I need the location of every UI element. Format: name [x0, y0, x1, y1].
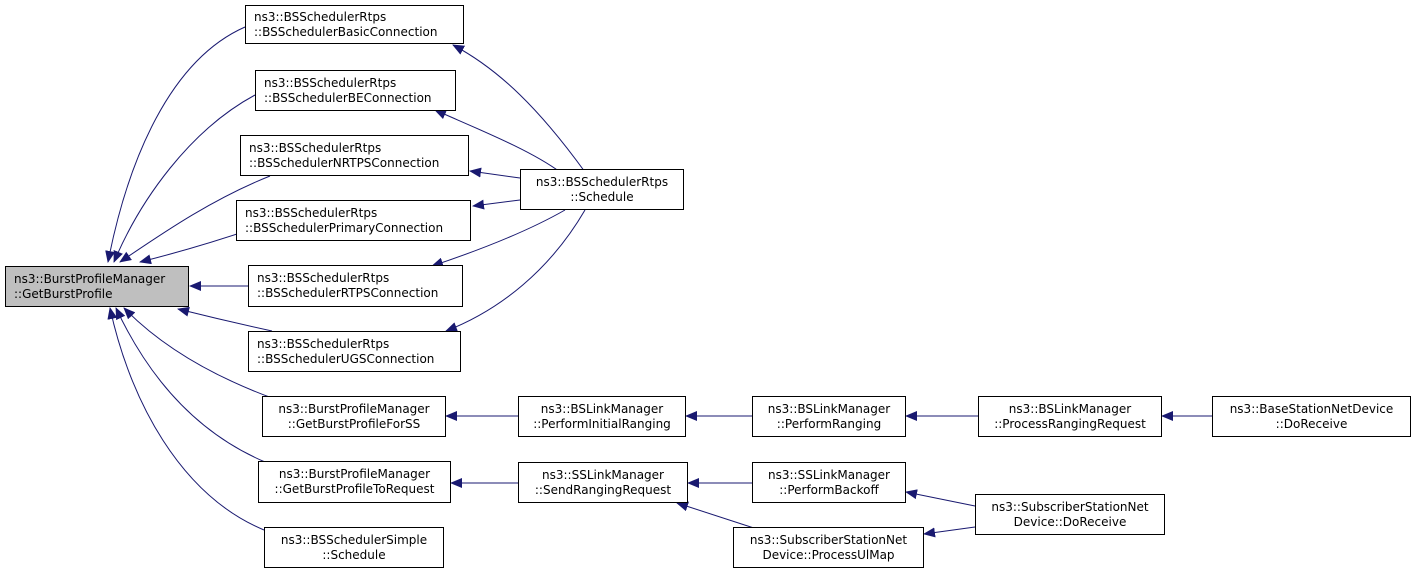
node-bs-scheduler-ugs-connection[interactable]: ns3::BSSchedulerRtps ::BSSchedulerUGSCon… — [248, 331, 461, 372]
node-line-2: ::BSSchedulerBasicConnection — [254, 24, 438, 39]
edge-forss-root — [123, 307, 273, 399]
node-base-station-do-receive[interactable]: ns3::BaseStationNetDevice ::DoReceive — [1212, 396, 1411, 437]
edge-ssdr-pum — [923, 526, 976, 538]
node-line-2: ::GetBurstProfileForSS — [287, 416, 421, 431]
node-line-1: ns3::BSSchedulerRtps — [254, 9, 387, 24]
node-line-1: ns3::BSSchedulerSimple — [280, 532, 428, 547]
node-bs-scheduler-nrtps-connection[interactable]: ns3::BSSchedulerRtps ::BSSchedulerNRTPSC… — [240, 135, 469, 176]
node-get-burst-profile-for-ss[interactable]: ns3::BurstProfileManager ::GetBurstProfi… — [262, 396, 446, 437]
node-line-1: ns3::BurstProfileManager — [278, 467, 431, 481]
node-line-1: ns3::BurstProfileManager — [14, 271, 166, 286]
edge-ugs-root — [177, 306, 273, 332]
node-perform-initial-ranging[interactable]: ns3::BSLinkManager ::PerformInitialRangi… — [518, 396, 686, 437]
node-line-2: Device::ProcessUlMap — [762, 547, 895, 562]
node-line-2: Device::DoReceive — [1013, 514, 1127, 529]
edge-schedule-nrtps — [469, 167, 521, 179]
node-line-2: ::SendRangingRequest — [534, 482, 672, 497]
node-line-1: ns3::BSSchedulerRtps — [249, 140, 382, 155]
node-line-2: ::BSSchedulerUGSConnection — [257, 351, 435, 366]
node-line-2: ::Schedule — [570, 189, 634, 204]
node-line-1: ns3::BSSchedulerRtps — [264, 75, 397, 90]
node-process-ranging-request[interactable]: ns3::BSLinkManager ::ProcessRangingReque… — [978, 396, 1162, 437]
node-line-2: ::BSSchedulerRTPSConnection — [257, 286, 439, 300]
node-line-1: ns3::SSLinkManager — [542, 467, 664, 482]
edge-schedule-primary — [472, 199, 521, 210]
edge-toreq-root — [115, 307, 266, 463]
node-line-1: ns3::BSSchedulerRtps — [535, 174, 669, 189]
node-get-burst-profile[interactable]: ns3::BurstProfileManager ::GetBurstProfi… — [5, 266, 189, 307]
node-line-1: ns3::BSSchedulerRtps — [257, 271, 390, 285]
edge-schedule-ugs — [445, 209, 586, 332]
node-bs-scheduler-simple-schedule[interactable]: ns3::BSSchedulerSimple ::Schedule — [264, 527, 444, 568]
edge-schedule-basic — [452, 44, 586, 173]
node-line-2: ::PerformRanging — [776, 416, 882, 431]
edge-simple-root — [107, 307, 265, 531]
node-line-2: ::BSSchedulerBEConnection — [264, 90, 432, 105]
node-line-1: ns3::BSLinkManager — [767, 401, 891, 416]
node-line-1: ns3::BSLinkManager — [540, 401, 664, 416]
edge-be-root — [113, 94, 256, 263]
node-line-2: ::BSSchedulerNRTPSConnection — [249, 155, 440, 170]
node-send-ranging-request[interactable]: ns3::SSLinkManager ::SendRangingRequest — [518, 462, 688, 503]
node-line-2: ::PerformInitialRanging — [533, 416, 671, 431]
node-line-2: ::ProcessRangingRequest — [994, 416, 1146, 431]
node-line-1: ns3::BaseStationNetDevice — [1229, 401, 1394, 416]
node-bs-scheduler-rtps-connection[interactable]: ns3::BSSchedulerRtps ::BSSchedulerRTPSCo… — [248, 265, 463, 307]
node-line-1: ns3::SSLinkManager — [768, 467, 890, 482]
node-line-1: ns3::BurstProfileManager — [278, 401, 430, 416]
node-bs-scheduler-be-connection[interactable]: ns3::BSSchedulerRtps ::BSSchedulerBEConn… — [255, 70, 456, 111]
node-bs-scheduler-basic-connection[interactable]: ns3::BSSchedulerRtps ::BSSchedulerBasicC… — [245, 5, 464, 44]
edge-basic-root — [105, 26, 246, 263]
node-line-2: ::DoReceive — [1275, 416, 1348, 431]
node-line-1: ns3::SubscriberStationNet — [991, 499, 1149, 514]
edge-schedule-be — [434, 109, 561, 173]
node-perform-backoff[interactable]: ns3::SSLinkManager ::PerformBackoff — [752, 462, 906, 503]
edge-ssdr-pb — [905, 489, 976, 507]
edge-schedule-rtps — [431, 209, 566, 268]
node-line-1: ns3::SubscriberStationNet — [749, 532, 908, 547]
node-perform-ranging[interactable]: ns3::BSLinkManager ::PerformRanging — [752, 396, 906, 437]
node-bs-scheduler-rtps-schedule[interactable]: ns3::BSSchedulerRtps ::Schedule — [520, 169, 684, 210]
node-line-1: ns3::BSLinkManager — [1008, 401, 1132, 416]
node-line-1: ns3::BSSchedulerRtps — [257, 336, 390, 351]
node-line-2: ::GetBurstProfileToRequest — [274, 482, 435, 496]
node-get-burst-profile-to-request[interactable]: ns3::BurstProfileManager ::GetBurstProfi… — [258, 461, 451, 503]
node-line-1: ns3::BSSchedulerRtps — [245, 205, 378, 220]
node-bs-scheduler-primary-connection[interactable]: ns3::BSSchedulerRtps ::BSSchedulerPrimar… — [236, 200, 471, 241]
node-subscriber-station-do-receive[interactable]: ns3::SubscriberStationNet Device::DoRece… — [975, 494, 1165, 535]
node-line-2: ::BSSchedulerPrimaryConnection — [245, 220, 444, 235]
node-line-2: ::Schedule — [322, 547, 386, 562]
node-process-ul-map[interactable]: ns3::SubscriberStationNet Device::Proces… — [733, 527, 924, 568]
edge-nrtps-root — [119, 175, 271, 263]
node-line-2: ::PerformBackoff — [779, 482, 879, 497]
node-line-2: ::GetBurstProfile — [14, 286, 113, 301]
edge-pum-srr — [676, 501, 761, 531]
